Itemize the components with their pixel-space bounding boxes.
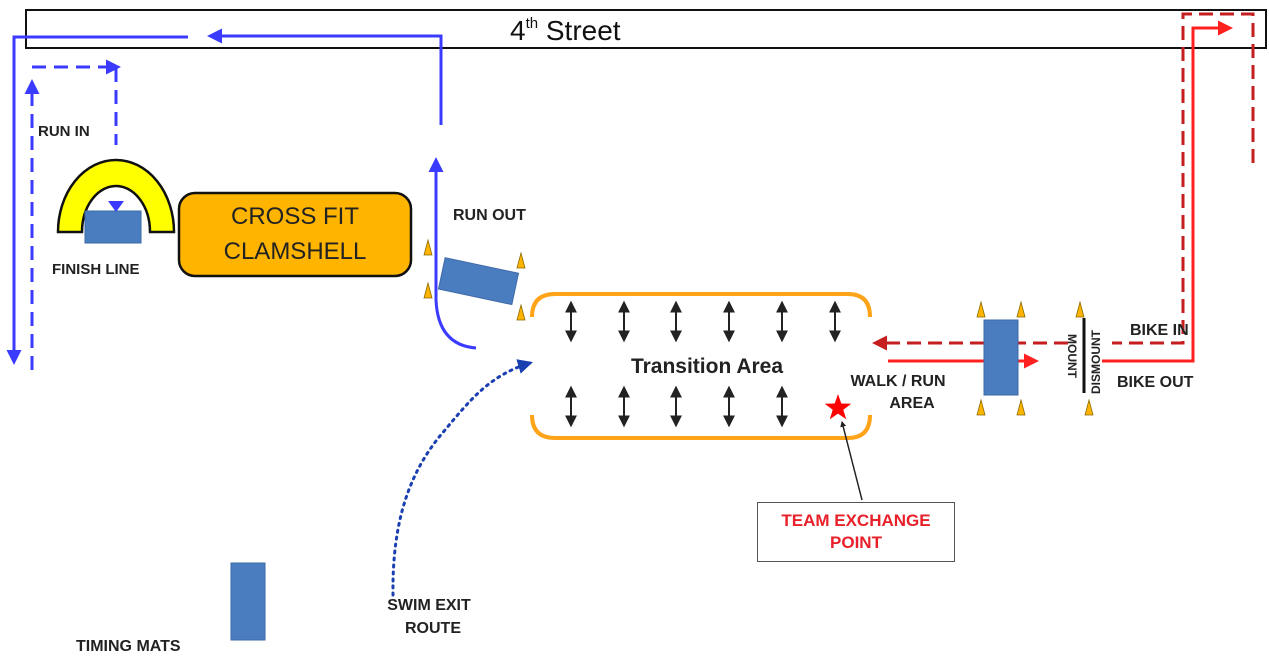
cone-icon (1075, 300, 1085, 318)
transition-area-label: Transition Area (631, 355, 783, 378)
cone-icon (516, 303, 526, 321)
cone-icon (516, 251, 526, 269)
bike-rack-arrows (565, 300, 841, 428)
transition-top-border (530, 292, 872, 318)
team-exchange-star-icon (824, 394, 852, 420)
run-route (6, 28, 477, 365)
cone-icon (976, 398, 986, 416)
clamshell-label-2: CLAMSHELL (224, 238, 367, 265)
walk-run-label-2: AREA (889, 395, 935, 412)
cone-icon (423, 281, 433, 299)
mount-label: MOUNT (1065, 334, 1079, 379)
bike-in-route (872, 12, 1255, 351)
walk-run-label-1: WALK / RUN (850, 373, 945, 390)
run-out-label: RUN OUT (453, 207, 526, 224)
bike-out-label: BIKE OUT (1117, 374, 1194, 391)
swim-exit-label-1: SWIM EXIT (387, 597, 471, 614)
finish-line-label: FINISH LINE (52, 261, 140, 278)
dismount-label: DISMOUNT (1089, 329, 1103, 394)
cone-icon (1084, 398, 1094, 416)
transition-bottom-border (530, 414, 872, 440)
team-exchange-label-2: POINT (830, 533, 882, 552)
bike-in-label: BIKE IN (1130, 322, 1189, 339)
clamshell-label-1: CROSS FIT (231, 203, 359, 230)
cone-icon (976, 300, 986, 318)
street-4th (25, 9, 1267, 49)
finish-line-mat (84, 210, 142, 244)
timing-mat (230, 562, 266, 641)
run-out-route (428, 157, 477, 350)
street-label: 4th Street (510, 15, 621, 46)
swim-exit-route (391, 359, 533, 597)
mount-dismount-mat (983, 319, 1019, 396)
timing-mats-label: TIMING MATS (76, 638, 181, 655)
run-route-street-left (6, 35, 188, 365)
exchange-pointer-arrow (840, 420, 863, 501)
run-route-street-up (207, 28, 443, 125)
bike-out-route (888, 20, 1233, 369)
run-in-route (24, 59, 121, 370)
finish-arrow-icon (108, 201, 124, 212)
cone-icon (1016, 300, 1026, 318)
finish-arch (56, 158, 176, 234)
run-in-label: RUN IN (38, 123, 90, 140)
cones (423, 238, 1094, 416)
cone-icon (423, 238, 433, 256)
crossfit-clamshell (177, 191, 413, 278)
swim-exit-label-2: ROUTE (405, 620, 461, 637)
team-exchange-callout: TEAM EXCHANGE POINT (757, 502, 955, 562)
team-exchange-label-1: TEAM EXCHANGE (781, 511, 931, 530)
run-out-mat (437, 257, 520, 306)
cone-icon (1016, 398, 1026, 416)
